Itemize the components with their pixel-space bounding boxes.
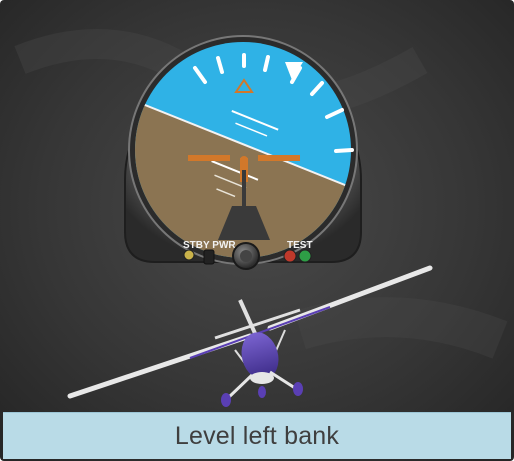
landing-gear-left: [226, 373, 254, 400]
airplane-illustration: [67, 265, 433, 407]
landing-gear-right: [269, 370, 296, 390]
pitch-line: [211, 160, 259, 181]
cowling: [250, 372, 274, 384]
standby-power-switch[interactable]: [203, 249, 215, 265]
wing-stripe: [189, 306, 331, 359]
knob-center: [240, 250, 252, 262]
test-light-red[interactable]: [283, 249, 297, 263]
bank-pointer: [234, 78, 254, 93]
pitch-ladder: [211, 110, 279, 198]
caption-text: Level left bank: [174, 421, 340, 450]
background-swirl-2: [294, 297, 508, 359]
horizontal-stabilizer: [214, 308, 301, 340]
pitch-line: [235, 122, 268, 137]
horizon-line: [135, 94, 351, 196]
standby-power-label: STBY PWR: [183, 240, 236, 251]
pitch-line: [214, 174, 247, 189]
caption-bar: Level left bank: [3, 412, 511, 459]
wheel-nose: [258, 386, 266, 398]
fuselage: [241, 332, 279, 380]
left-wing: [67, 333, 253, 399]
standby-indicator-light: [183, 249, 195, 261]
test-label: TEST: [287, 240, 313, 251]
right-wing: [267, 265, 433, 331]
pitch-line: [231, 110, 279, 131]
bank-index-triangle: [285, 62, 303, 80]
pitch-line: [216, 188, 236, 198]
aircraft-pedestal: [218, 206, 270, 240]
wheel-left: [221, 393, 231, 407]
bank-scale: [193, 53, 354, 153]
wheel-right: [293, 382, 303, 396]
test-light-green[interactable]: [298, 249, 312, 263]
attitude-indicator: STBY PWR TEST: [124, 35, 362, 270]
